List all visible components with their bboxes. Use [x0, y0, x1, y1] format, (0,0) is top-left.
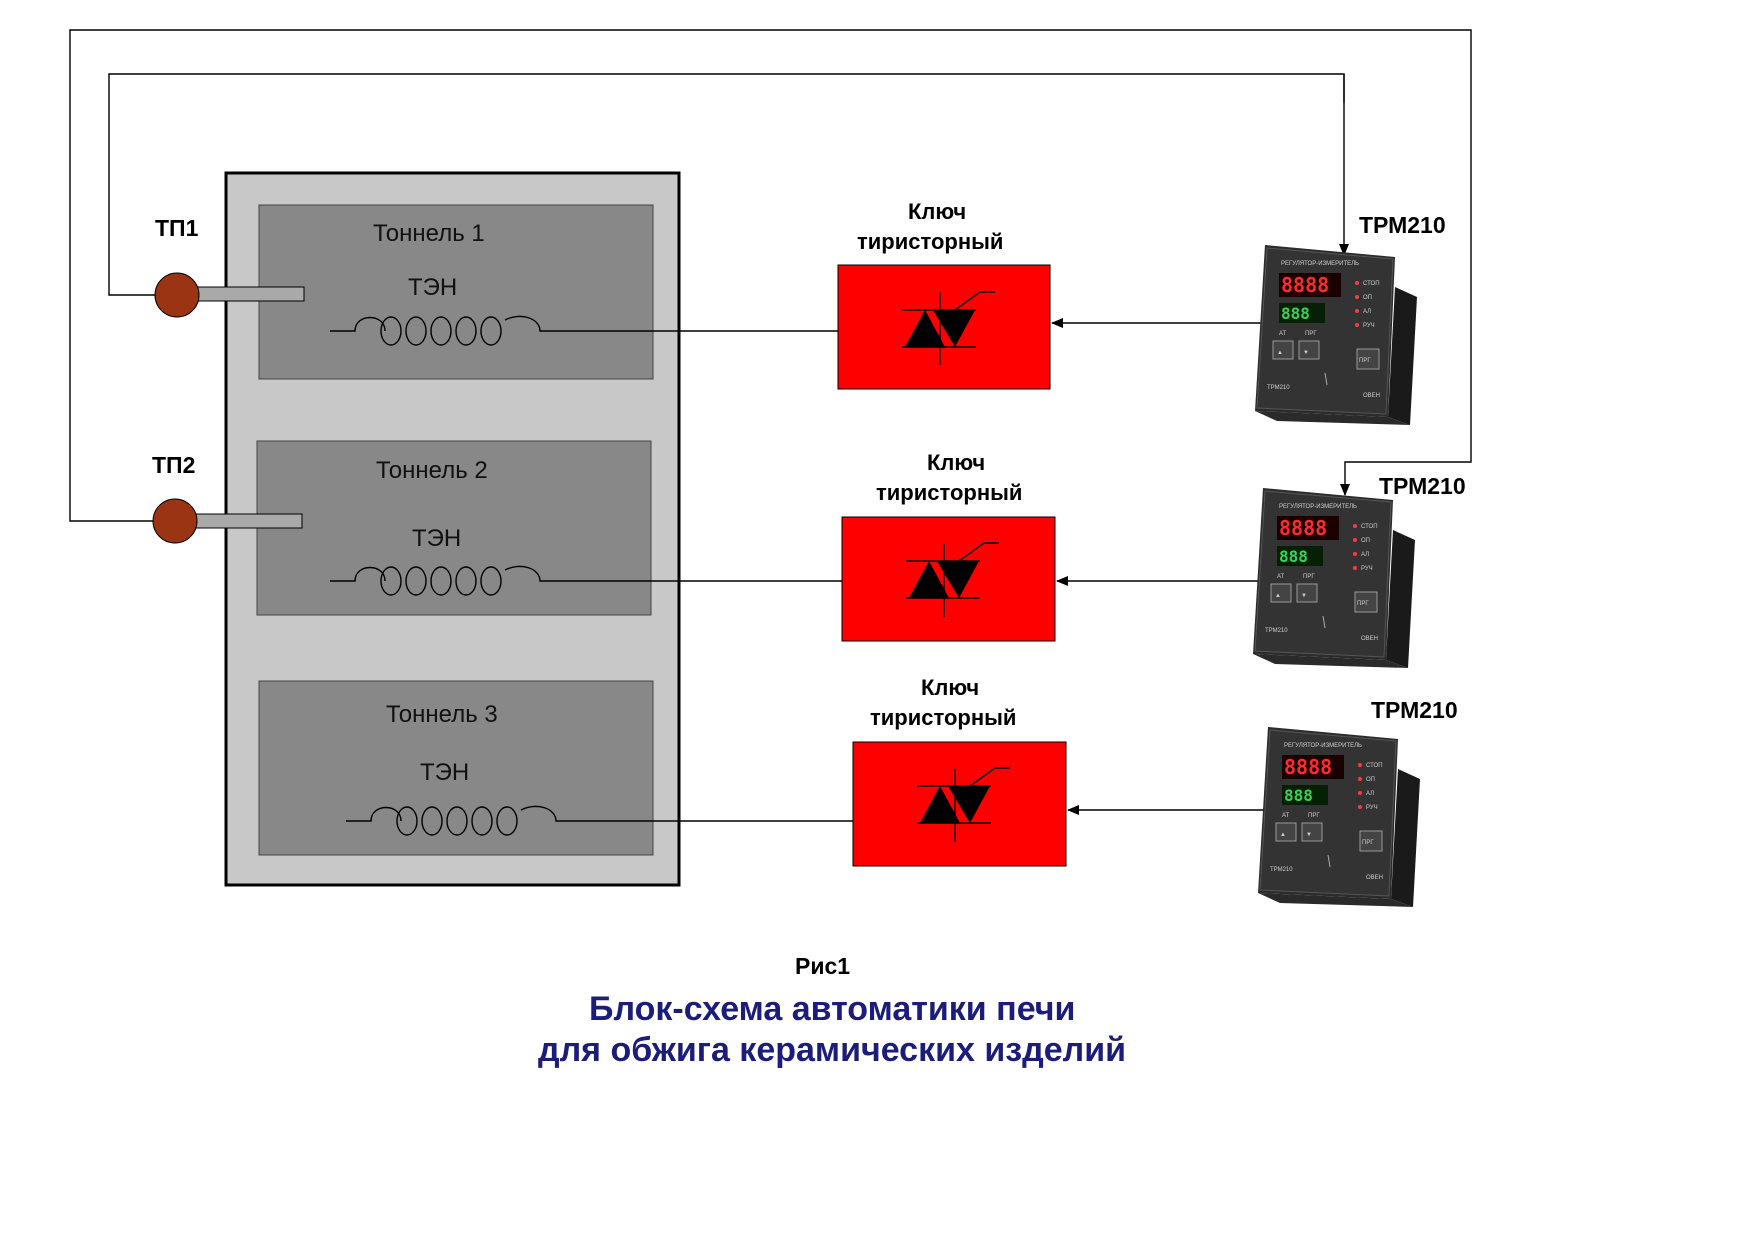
key-2-line1: Ключ	[927, 450, 985, 475]
sensor-tp2-label: ТП2	[152, 452, 195, 478]
triac-icon	[906, 542, 999, 617]
tunnel-3: Тоннель 3 ТЭН	[258, 680, 654, 856]
heater-coil-3	[346, 805, 581, 836]
sensor-wire-tp1	[108, 73, 1349, 296]
key-3-line1: Ключ	[921, 675, 979, 700]
tunnel-3-heater-label: ТЭН	[420, 759, 469, 786]
tunnel-2-heater-label: ТЭН	[412, 525, 461, 552]
key-2-line2: тиристорный	[876, 480, 1022, 505]
key-1-line2: тиристорный	[857, 229, 1003, 254]
heater-coil-2	[330, 565, 565, 596]
thermocouple-icon	[154, 272, 200, 318]
tunnel-1-heater-label: ТЭН	[408, 274, 457, 301]
tunnel-1-title: Тоннель 1	[373, 220, 485, 247]
controller-trm210-2: ТРМ210	[1252, 473, 1466, 669]
thermocouple-icon	[152, 498, 198, 544]
heater-coil-1	[330, 315, 565, 346]
sensor-tp1: ТП1	[154, 215, 305, 318]
sensor-wire-tp2	[69, 29, 1472, 522]
triac-icon	[917, 767, 1010, 842]
controller-3-label: ТРМ210	[1371, 697, 1458, 723]
thyristor-key-1: Ключ тиристорный	[837, 199, 1051, 390]
diagram-title-line2: для обжига керамических изделий	[538, 1031, 1126, 1069]
tunnel-1: Тоннель 1 ТЭН	[258, 204, 654, 380]
key-1-line1: Ключ	[908, 199, 966, 224]
controller-trm210-1: ТРМ210	[1254, 212, 1446, 426]
figure-label: Рис1	[795, 953, 850, 979]
diagram-title-line1: Блок-схема автоматики печи	[589, 990, 1075, 1028]
triac-icon	[902, 291, 995, 365]
thyristor-key-2: Ключ тиристорный	[841, 450, 1056, 642]
tunnel-2-title: Тоннель 2	[376, 457, 488, 484]
sensor-tp1-label: ТП1	[155, 215, 199, 241]
tunnel-3-title: Тоннель 3	[386, 701, 498, 728]
controller-1-label: ТРМ210	[1359, 212, 1446, 238]
tunnel-2: Тоннель 2 ТЭН	[256, 440, 652, 616]
thyristor-key-3: Ключ тиристорный	[852, 675, 1067, 867]
controller-2-label: ТРМ210	[1379, 473, 1466, 499]
controller-trm210-3: ТРМ210	[1257, 697, 1458, 908]
key-3-line2: тиристорный	[870, 705, 1016, 730]
sensor-tp2: ТП2	[152, 452, 303, 544]
